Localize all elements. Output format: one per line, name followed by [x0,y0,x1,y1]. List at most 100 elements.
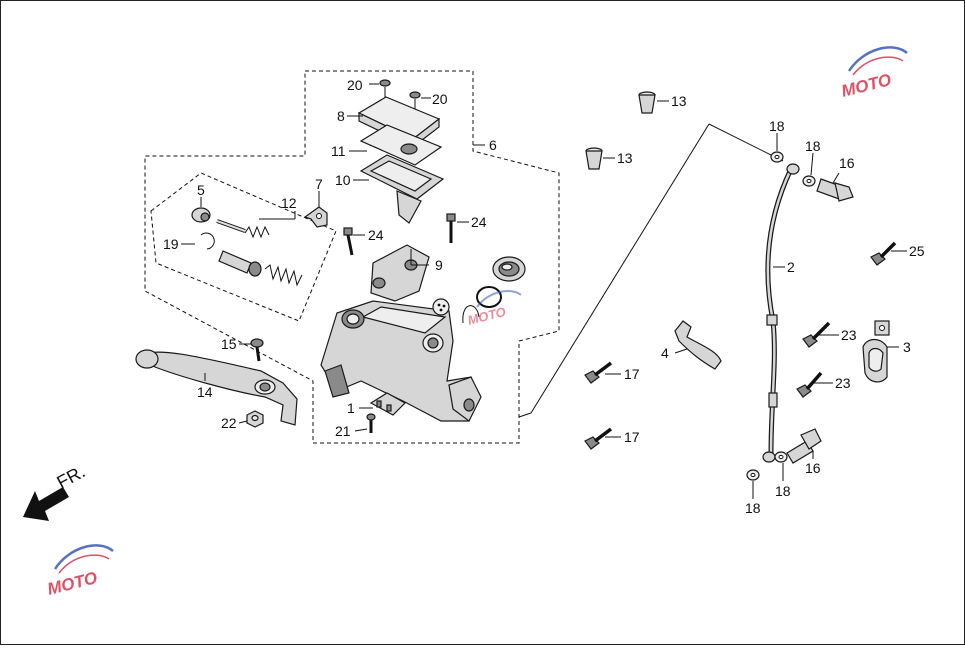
callout-24a: 24 [368,227,384,243]
washer-18c [774,451,788,463]
hose-guide-3 [862,320,890,383]
callout-24b: 24 [471,214,487,230]
pivot-nut-22 [246,410,264,428]
banjo-bolt-16a [816,178,854,202]
cap-screw-20a [379,79,391,97]
brake-hose-2 [762,163,800,463]
front-arrow-icon [23,487,69,521]
subassembly-12-outline [150,172,337,322]
watermark-logo-text-2: MOTO [45,568,99,599]
callout-25: 25 [909,243,925,259]
callout-10: 10 [335,172,351,188]
callout-21: 21 [335,423,351,439]
callout-17a: 17 [624,366,640,382]
dust-boot [492,256,526,282]
callout-23b: 23 [835,375,851,391]
callout-13a: 13 [671,93,687,109]
retainer-clip [462,305,480,324]
callout-17b: 17 [624,429,640,445]
banjo-bolt-16b [786,428,822,464]
watermark-swoosh-icon-3 [476,290,522,308]
bolt-23a [802,321,831,348]
leader-22 [238,420,248,424]
watermark-logo-text-3: MOTO [466,304,507,328]
master-cylinder-body [320,300,482,422]
callout-20a: 20 [347,77,363,93]
circlip-19 [200,232,215,250]
brake-lever-14 [135,349,298,426]
reservoir-gasket-10 [359,154,445,224]
callout-9: 9 [435,257,443,273]
callout-18b: 18 [805,138,821,154]
washer-18a [770,151,784,163]
watermark-swoosh-icon [847,46,908,72]
front-direction-indicator: FR. [23,461,88,521]
leader-16a [832,172,840,184]
leader-4 [674,348,688,354]
holder-clamp-9 [370,244,430,302]
switch-screw-21 [366,413,376,433]
leader-18b [810,152,814,176]
spring-small [244,225,270,239]
clip-7 [303,206,328,228]
bolt-24b [446,213,456,243]
push-rod [216,219,246,233]
callout-16a: 16 [839,155,855,171]
callout-18a: 18 [769,118,785,134]
callout-18d: 18 [745,500,761,516]
callout-7: 7 [315,176,323,192]
hose-link-line-top [530,123,710,414]
callout-16b: 16 [805,460,821,476]
hose-clamp-4 [674,320,722,370]
callout-22: 22 [221,415,237,431]
bolt-23b [796,371,823,398]
callout-3: 3 [903,339,911,355]
brake-switch-1 [369,392,406,416]
piston [218,250,262,277]
watermark-swoosh-red-icon [852,56,904,76]
leader-21 [354,428,368,432]
watermark-swoosh-red-icon-2 [58,554,110,574]
callout-20b: 20 [432,91,448,107]
callout-19: 19 [163,236,179,252]
spring-large [264,264,303,287]
callout-15: 15 [221,336,237,352]
watermark-center: MOTO [466,290,522,328]
o-ring [476,286,502,308]
filter-disc [432,298,450,316]
callout-12: 12 [281,195,297,211]
callout-14: 14 [197,384,213,400]
watermark-logo-text: MOTO [839,70,893,101]
callout-18c: 18 [775,483,791,499]
bolt-17a [584,361,613,384]
diaphragm-plate-11 [359,124,443,166]
cap-screw-20b [409,91,421,109]
hose-link-line-bottom [518,412,532,418]
washer-18b [802,175,816,187]
bolt-25 [870,241,897,266]
cap-13a [638,91,656,114]
watermark-bottom-left: MOTO [45,544,114,599]
callout-2: 2 [787,259,795,275]
bolt-17b [584,427,613,450]
assembly-6-outline [144,70,560,444]
callout-11: 11 [331,143,346,159]
pivot-bolt-15 [250,338,264,362]
callout-4: 4 [661,345,669,361]
callout-6: 6 [489,137,497,153]
callout-8: 8 [337,108,345,124]
callout-13b: 13 [617,150,633,166]
hose-link-line-bridge [708,123,784,162]
watermark-top-right: MOTO [839,46,908,101]
watermark-swoosh-icon-2 [53,544,114,570]
cap-13b [585,147,603,170]
callout-5: 5 [197,182,205,198]
bolt-24a [343,227,354,256]
boot-5 [191,207,211,223]
washer-18d [746,469,760,481]
callout-1: 1 [347,400,355,416]
front-direction-label: FR. [53,461,88,492]
callout-23a: 23 [841,327,857,343]
